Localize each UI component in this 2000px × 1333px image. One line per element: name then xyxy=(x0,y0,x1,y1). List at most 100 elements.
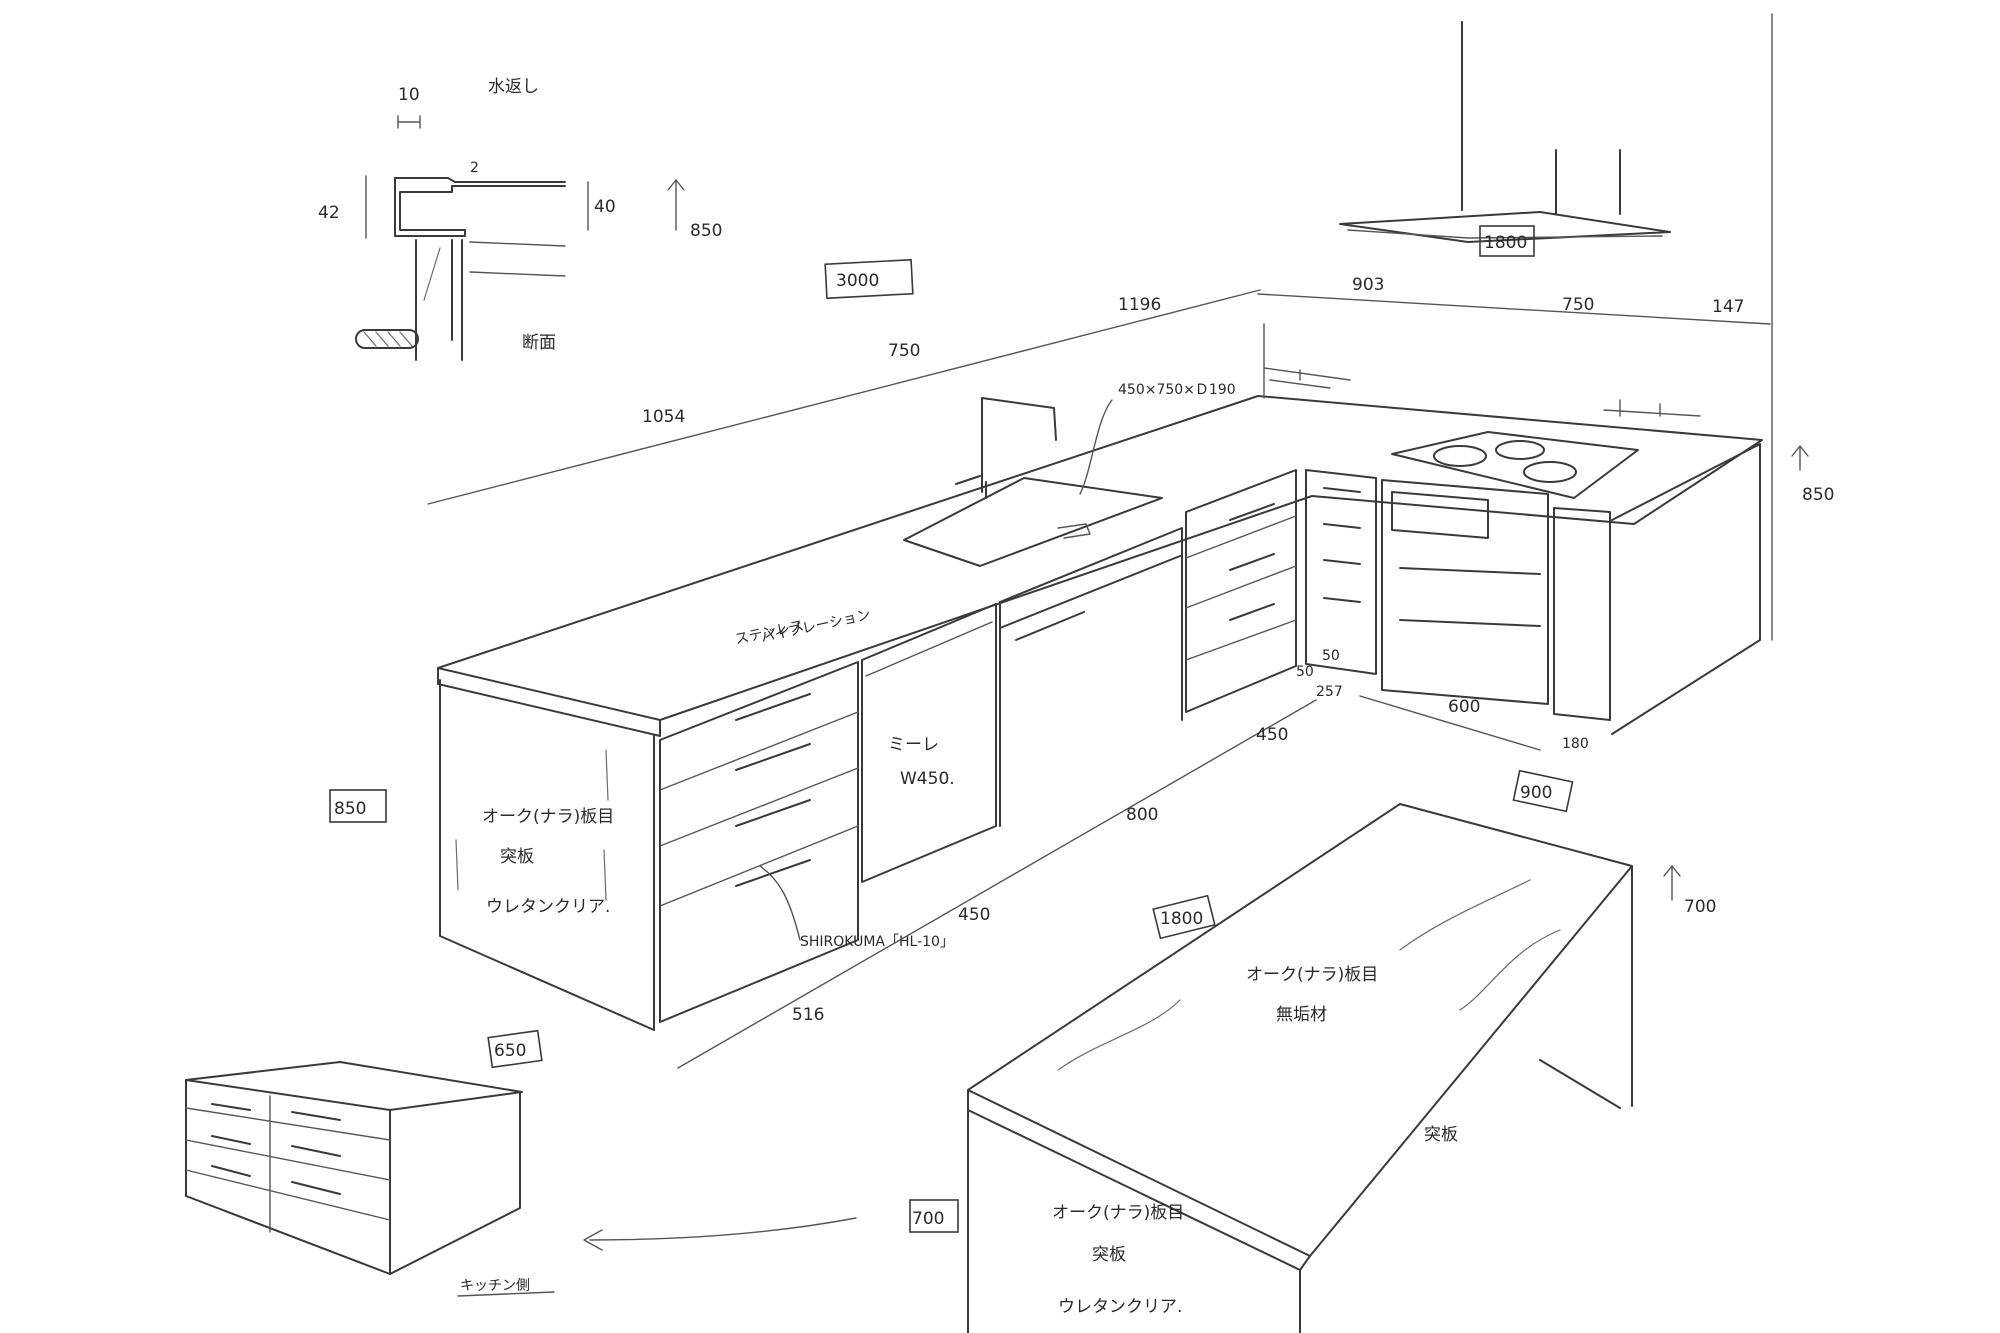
burner-2 xyxy=(1495,440,1545,460)
dim-900-box xyxy=(1512,769,1574,813)
cabinet-material-1: オーク(ナラ)板目 xyxy=(482,807,614,827)
dim-900: 900 xyxy=(1520,783,1552,803)
right-height: 850 xyxy=(1802,485,1834,505)
section-title: 水返し xyxy=(488,77,539,97)
dim-1196: 1196 xyxy=(1118,295,1161,315)
side-cabinet-side xyxy=(389,1091,521,1275)
sink-size-leader xyxy=(1079,399,1113,495)
burner-3 xyxy=(1523,461,1577,483)
dishwasher-brand: ミーレ xyxy=(888,735,939,755)
oven xyxy=(1381,479,1549,705)
cabinet-material-2: 突板 xyxy=(500,847,534,867)
cabinet-section xyxy=(415,239,463,361)
oven-window xyxy=(1391,491,1489,539)
dim-800: 800 xyxy=(1126,805,1158,825)
dim-600: 600 xyxy=(1448,697,1480,717)
island-grain xyxy=(1057,879,1561,1071)
pull-handle: SHIROKUMA「HL-10」 xyxy=(800,934,954,950)
island-top xyxy=(967,803,1633,1257)
bottom-dimensions: 516 450 800 450 257 50 50 600 180 900 xyxy=(677,648,1589,1069)
backsplash-right xyxy=(1603,399,1701,417)
island-top-material-2: 無垢材 xyxy=(1276,1005,1327,1025)
handle-section xyxy=(355,329,419,349)
dim-10: 10 xyxy=(398,85,420,105)
dishwasher-width: W450. xyxy=(900,769,955,789)
dim-line-right xyxy=(1257,293,1771,325)
hatch xyxy=(423,247,441,301)
dim-147: 147 xyxy=(1712,297,1744,317)
right-end-panel xyxy=(1611,443,1761,735)
dishwasher xyxy=(861,603,997,883)
faucet xyxy=(981,397,1057,493)
right-end-drawers xyxy=(1553,507,1611,721)
hood-width: 1800 xyxy=(1484,233,1527,253)
top-dimensions: 1054 750 1196 903 750 147 xyxy=(427,275,1771,505)
side-cabinet-drawers xyxy=(185,1095,391,1233)
dim-450b: 450 xyxy=(1256,725,1288,745)
section-detail: 10 水返し 42 2 40 850 断面 xyxy=(318,77,722,361)
countertop xyxy=(437,395,1763,721)
range-hood: 1800 xyxy=(1339,21,1671,257)
burner-1 xyxy=(1433,445,1487,467)
island-height-left: 700 xyxy=(912,1209,944,1229)
dim-42: 42 xyxy=(318,203,340,223)
drawer-lines xyxy=(469,241,566,277)
dim-257: 257 xyxy=(1316,684,1343,700)
island: オーク(ナラ)板目 無垢材 突板 オーク(ナラ)板目 突板 ウレタンクリア. 1… xyxy=(909,803,1716,1333)
backsplash-left xyxy=(1263,323,1351,399)
main-kitchen: オーク(ナラ)板目 突板 ウレタンクリア. ミーレ W450. xyxy=(437,323,1834,1031)
dim-1054: 1054 xyxy=(642,407,685,427)
side-cabinet-front xyxy=(185,1079,391,1275)
island-front-material-1: オーク(ナラ)板目 xyxy=(1052,1203,1184,1223)
island-side-label: 突板 xyxy=(1424,1125,1458,1145)
right-drawers xyxy=(1185,469,1297,713)
sink xyxy=(903,477,1163,567)
arrow-head xyxy=(667,179,685,191)
dim-903: 903 xyxy=(1352,275,1384,295)
island-front xyxy=(967,1109,1301,1333)
sink-size: 450×750×Ｄ190 xyxy=(1118,382,1236,398)
section-label: 断面 xyxy=(522,333,556,353)
island-top-material-1: オーク(ナラ)板目 xyxy=(1246,965,1378,985)
knee-space xyxy=(999,527,1183,827)
end-panel xyxy=(439,679,655,1031)
dim-2: 2 xyxy=(470,160,479,176)
dim-516: 516 xyxy=(792,1005,824,1025)
island-width-box xyxy=(1152,894,1216,940)
cabinet-material-3: ウレタンクリア. xyxy=(486,897,610,917)
countertop-edge xyxy=(437,667,661,737)
left-height: 850 xyxy=(334,799,366,819)
dim-850: 850 xyxy=(690,221,722,241)
countertop-material-2: バイブレーション xyxy=(759,606,872,646)
island-height-left-box xyxy=(909,1199,959,1233)
dim-50b: 50 xyxy=(1322,648,1340,664)
island-width: 1800 xyxy=(1160,909,1203,929)
drawer-pulls xyxy=(735,693,811,887)
island-front-material-2: 突板 xyxy=(1092,1245,1126,1265)
island-front-material-3: ウレタンクリア. xyxy=(1058,1297,1182,1317)
drawer-dividers xyxy=(659,711,859,907)
side-cabinet: 650 キッチン側 xyxy=(185,1029,555,1297)
island-right-leg xyxy=(1539,865,1633,1109)
side-cabinet-width: 650 xyxy=(494,1041,526,1061)
island-height-right: 700 xyxy=(1684,897,1716,917)
dim-180: 180 xyxy=(1562,736,1589,752)
hood-width-box xyxy=(1479,225,1535,257)
side-cabinet-top xyxy=(185,1061,523,1111)
wood-grain xyxy=(455,749,609,901)
drawer-stack xyxy=(659,661,859,1023)
cooktop xyxy=(1391,431,1639,499)
hood-stems xyxy=(1461,149,1621,215)
left-height-box xyxy=(329,789,387,823)
overall-width-box xyxy=(824,258,914,300)
dim-50a: 50 xyxy=(1296,664,1314,680)
drawer-pull-mid xyxy=(1015,611,1085,641)
hood-panel xyxy=(1339,211,1671,243)
corner-drawers xyxy=(1305,469,1377,675)
arrow-to-cabinet xyxy=(589,1217,857,1241)
side-cabinet-pulls xyxy=(211,1103,341,1195)
side-cabinet-width-box xyxy=(487,1029,543,1069)
bottom-dim-line xyxy=(677,699,1317,1069)
dim-line-left xyxy=(427,289,1261,505)
